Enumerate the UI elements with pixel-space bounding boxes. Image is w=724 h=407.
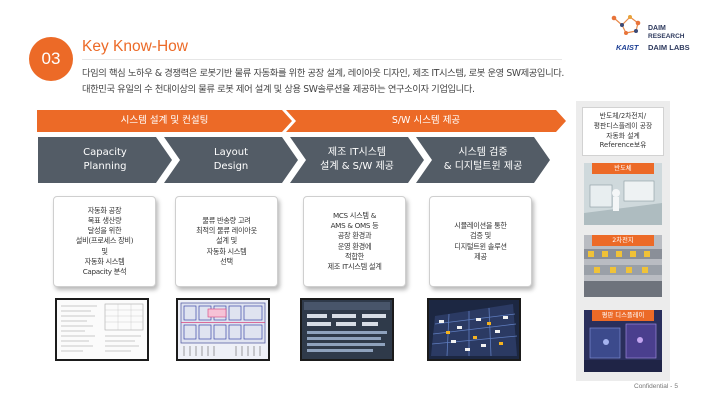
step-title-line: 설계 & S/W 제공 <box>320 161 394 172</box>
card-line: 운영 환경에 <box>337 241 372 251</box>
digital-twin-simulation-image <box>427 298 521 361</box>
it-system-screen-image <box>300 298 394 361</box>
page-number: 5 <box>674 383 678 390</box>
card-line: 자동화 공장 <box>87 205 122 215</box>
description-line: 다임의 핵심 노하우 & 경쟁력은 로봇기반 물류 자동화를 위한 공장 설계,… <box>82 68 564 79</box>
confidential-label: Confidential <box>634 383 669 390</box>
photo-label: 평판 디스플레이 <box>592 310 654 321</box>
card-line: 제조 IT시스템 설계 <box>327 261 382 271</box>
logo-kaist-text: KAIST <box>616 43 639 52</box>
step-card-layout: 물류 반송량 고려 최적의 물류 레이아웃 설계 및 자동화 시스템 선택 <box>175 196 278 287</box>
step-card-capacity: 자동화 공장 목표 생산량 달성을 위한 설비(프로세스 장비) 및 자동화 시… <box>53 196 156 287</box>
description-line: 대한민국 유일의 수 천대이상의 물류 로봇 제어 설계 및 상용 SW솔루션을… <box>82 84 475 95</box>
step-chevron-verification: 시스템 검증 & 디지털트윈 제공 <box>416 137 550 183</box>
layout-design-image <box>176 298 270 361</box>
card-line: 최적의 물류 레이아웃 <box>196 226 257 236</box>
reference-line: 반도체/2차전지/ <box>599 112 647 121</box>
phase-band-design: 시스템 설계 및 컨설팅 <box>37 110 292 132</box>
card-line: AMS & OMS 등 <box>330 221 379 231</box>
step-title-line: Capacity <box>83 147 127 158</box>
card-line: 설계 및 <box>216 236 237 246</box>
title-divider <box>82 59 562 60</box>
logo-labs-text: DAIM LABS <box>648 43 690 52</box>
step-title-line: & 디지털트윈 제공 <box>443 161 523 172</box>
step-card-verification: 시뮬레이션을 통한 검증 및 디지털트윈 솔루션 제공 <box>429 196 532 287</box>
step-title-line: Design <box>213 161 249 172</box>
reference-summary-box: 반도체/2차전지/ 평판디스플레이 공장 자동화 설계 Reference보유 <box>582 107 664 156</box>
logo-daim-text: DAIM <box>648 25 666 32</box>
card-line: 달성을 위한 <box>87 226 122 236</box>
card-line: 설비(프로세스 장비) <box>75 236 134 246</box>
card-line: 시뮬레이션을 통한 <box>454 221 507 231</box>
page-footer: Confidential -5 <box>634 383 678 390</box>
photo-label: 2차전지 <box>592 235 654 246</box>
footer-separator: - <box>670 383 673 390</box>
card-line: Capacity 분석 <box>82 267 127 276</box>
reference-line: 자동화 설계 <box>606 131 640 140</box>
semiconductor-photo: 반도체 <box>584 163 662 225</box>
step-title-line: Layout <box>214 147 248 158</box>
step-title-line: 시스템 검증 <box>458 147 508 158</box>
page-description: 다임의 핵심 노하우 & 경쟁력은 로봇기반 물류 자동화를 위한 공장 설계,… <box>82 66 564 98</box>
card-line: 자동화 시스템 <box>206 246 247 256</box>
page-title: Key Know-How <box>82 38 188 55</box>
card-line: 디지털트윈 솔루션 <box>454 241 507 251</box>
card-line: 공장 환경과 <box>337 231 372 241</box>
card-line: MCS 시스템 & <box>332 210 377 220</box>
step-title-line: 제조 IT시스템 <box>327 147 387 158</box>
card-line: 선택 <box>220 256 233 266</box>
card-line: 자동화 시스템 <box>84 256 125 266</box>
battery-photo: 2차전지 <box>584 235 662 297</box>
card-line: 제공 <box>474 251 487 261</box>
card-line: 적합한 <box>345 251 364 261</box>
photo-label: 반도체 <box>592 163 654 174</box>
logo-research-text: RESEARCH <box>648 33 685 40</box>
card-line: 검증 및 <box>470 231 491 241</box>
card-line: 목표 생산량 <box>87 215 122 225</box>
card-line: 물류 반송량 고려 <box>202 215 251 225</box>
display-photo: 평판 디스플레이 <box>584 310 662 372</box>
section-number-badge: 03 <box>29 37 73 81</box>
card-line: 및 <box>101 246 108 256</box>
reference-line: 평판디스플레이 공장 <box>593 121 653 130</box>
reference-line: Reference보유 <box>599 141 647 150</box>
step-title-line: Planning <box>83 161 127 172</box>
molecule-logo-icon <box>611 15 641 35</box>
phase-band-software: S/W 시스템 제공 <box>286 110 566 132</box>
step-card-it-system: MCS 시스템 & AMS & OMS 등 공장 환경과 운영 환경에 적합한 … <box>303 196 406 287</box>
capacity-spreadsheet-image <box>55 298 149 361</box>
company-logo: DAIM RESEARCH KAIST DAIM LABS <box>608 5 716 53</box>
